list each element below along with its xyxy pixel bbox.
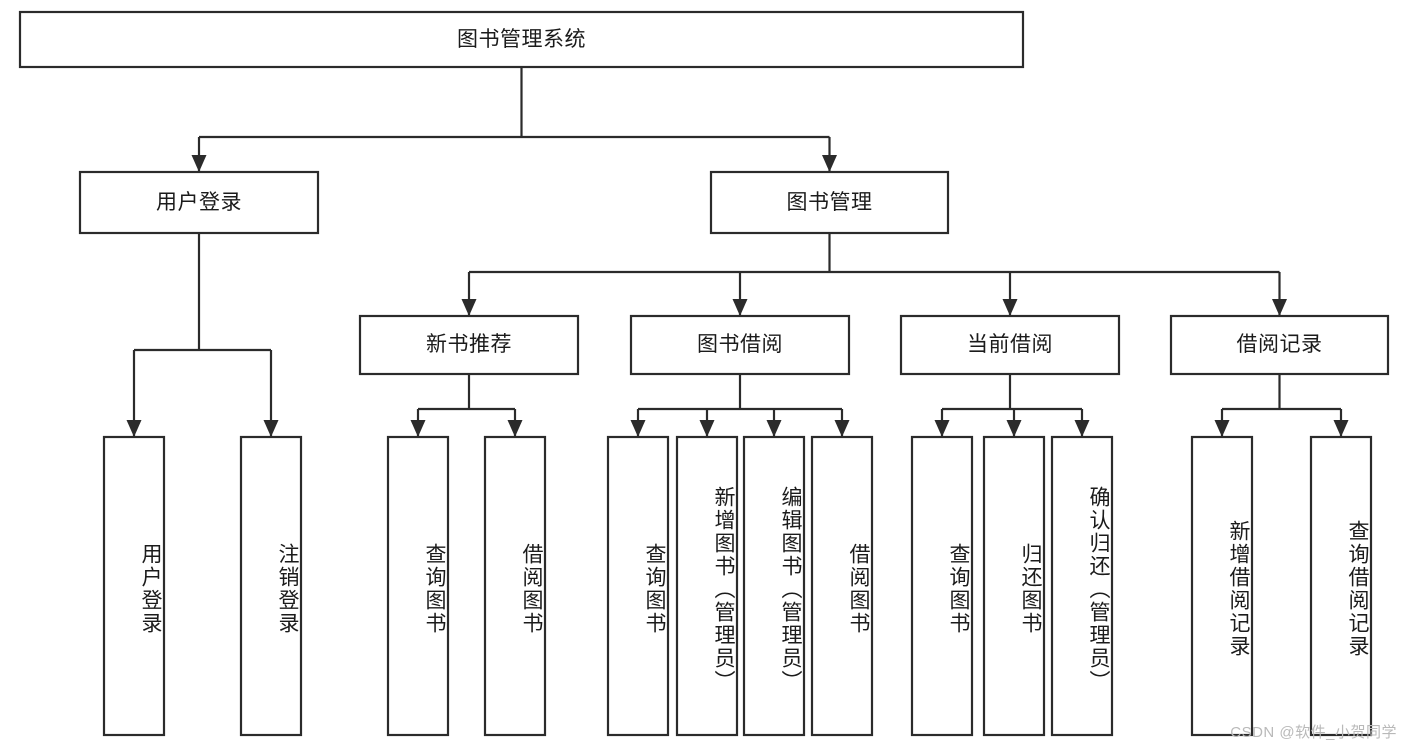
csdn-watermark: CSDN @软件_小贺同学 xyxy=(1230,724,1397,741)
node-box-root[interactable] xyxy=(18,10,1025,69)
edge-book-manage-arrowhead-0 xyxy=(461,299,477,316)
edge-root-arrowhead-0 xyxy=(191,155,207,172)
node-box-book-borrow[interactable] xyxy=(629,314,851,376)
connector-layer xyxy=(126,67,1349,437)
node-box-leaf-query-book-rec[interactable] xyxy=(386,435,450,737)
node-box-current-borrow[interactable] xyxy=(899,314,1121,376)
edge-book-borrow-arrowhead-2 xyxy=(766,420,782,437)
edge-book-manage-arrowhead-3 xyxy=(1272,299,1287,316)
edge-book-borrow-arrowhead-0 xyxy=(630,420,646,437)
edge-book-borrow-arrowhead-1 xyxy=(699,420,715,437)
box-layer xyxy=(18,10,1390,737)
edge-root-arrowhead-1 xyxy=(822,155,837,172)
edge-new-book-rec-arrowhead-0 xyxy=(410,420,426,437)
edge-current-borrow-arrowhead-2 xyxy=(1074,420,1090,437)
node-box-leaf-confirm-return[interactable] xyxy=(1050,435,1114,737)
node-box-leaf-return-book[interactable] xyxy=(982,435,1046,737)
node-box-leaf-add-book[interactable] xyxy=(675,435,739,737)
node-box-leaf-user-login[interactable] xyxy=(102,435,166,737)
node-box-user-login[interactable] xyxy=(78,170,320,235)
node-box-leaf-borrow-book-rec[interactable] xyxy=(483,435,547,737)
edge-book-borrow-arrowhead-3 xyxy=(834,420,850,437)
node-box-leaf-query-book-borrow[interactable] xyxy=(606,435,670,737)
edge-user-login-arrowhead-0 xyxy=(126,420,142,437)
node-box-leaf-user-logout[interactable] xyxy=(239,435,303,737)
edge-current-borrow-arrowhead-1 xyxy=(1006,420,1022,437)
node-box-leaf-query-book-cur[interactable] xyxy=(910,435,974,737)
edge-user-login-arrowhead-1 xyxy=(263,420,279,437)
node-box-leaf-edit-book[interactable] xyxy=(742,435,806,737)
edge-book-manage-arrowhead-1 xyxy=(732,299,748,316)
edge-borrow-record-arrowhead-0 xyxy=(1214,420,1230,437)
node-box-book-manage[interactable] xyxy=(709,170,950,235)
node-box-borrow-record[interactable] xyxy=(1169,314,1390,376)
node-box-leaf-borrow-book[interactable] xyxy=(810,435,874,737)
edge-borrow-record-arrowhead-1 xyxy=(1333,420,1349,437)
node-box-leaf-add-record[interactable] xyxy=(1190,435,1254,737)
node-box-new-book-rec[interactable] xyxy=(358,314,580,376)
edge-current-borrow-arrowhead-0 xyxy=(934,420,950,437)
node-box-leaf-query-record[interactable] xyxy=(1309,435,1373,737)
edge-book-manage-arrowhead-2 xyxy=(1002,299,1018,316)
edge-new-book-rec-arrowhead-1 xyxy=(507,420,523,437)
